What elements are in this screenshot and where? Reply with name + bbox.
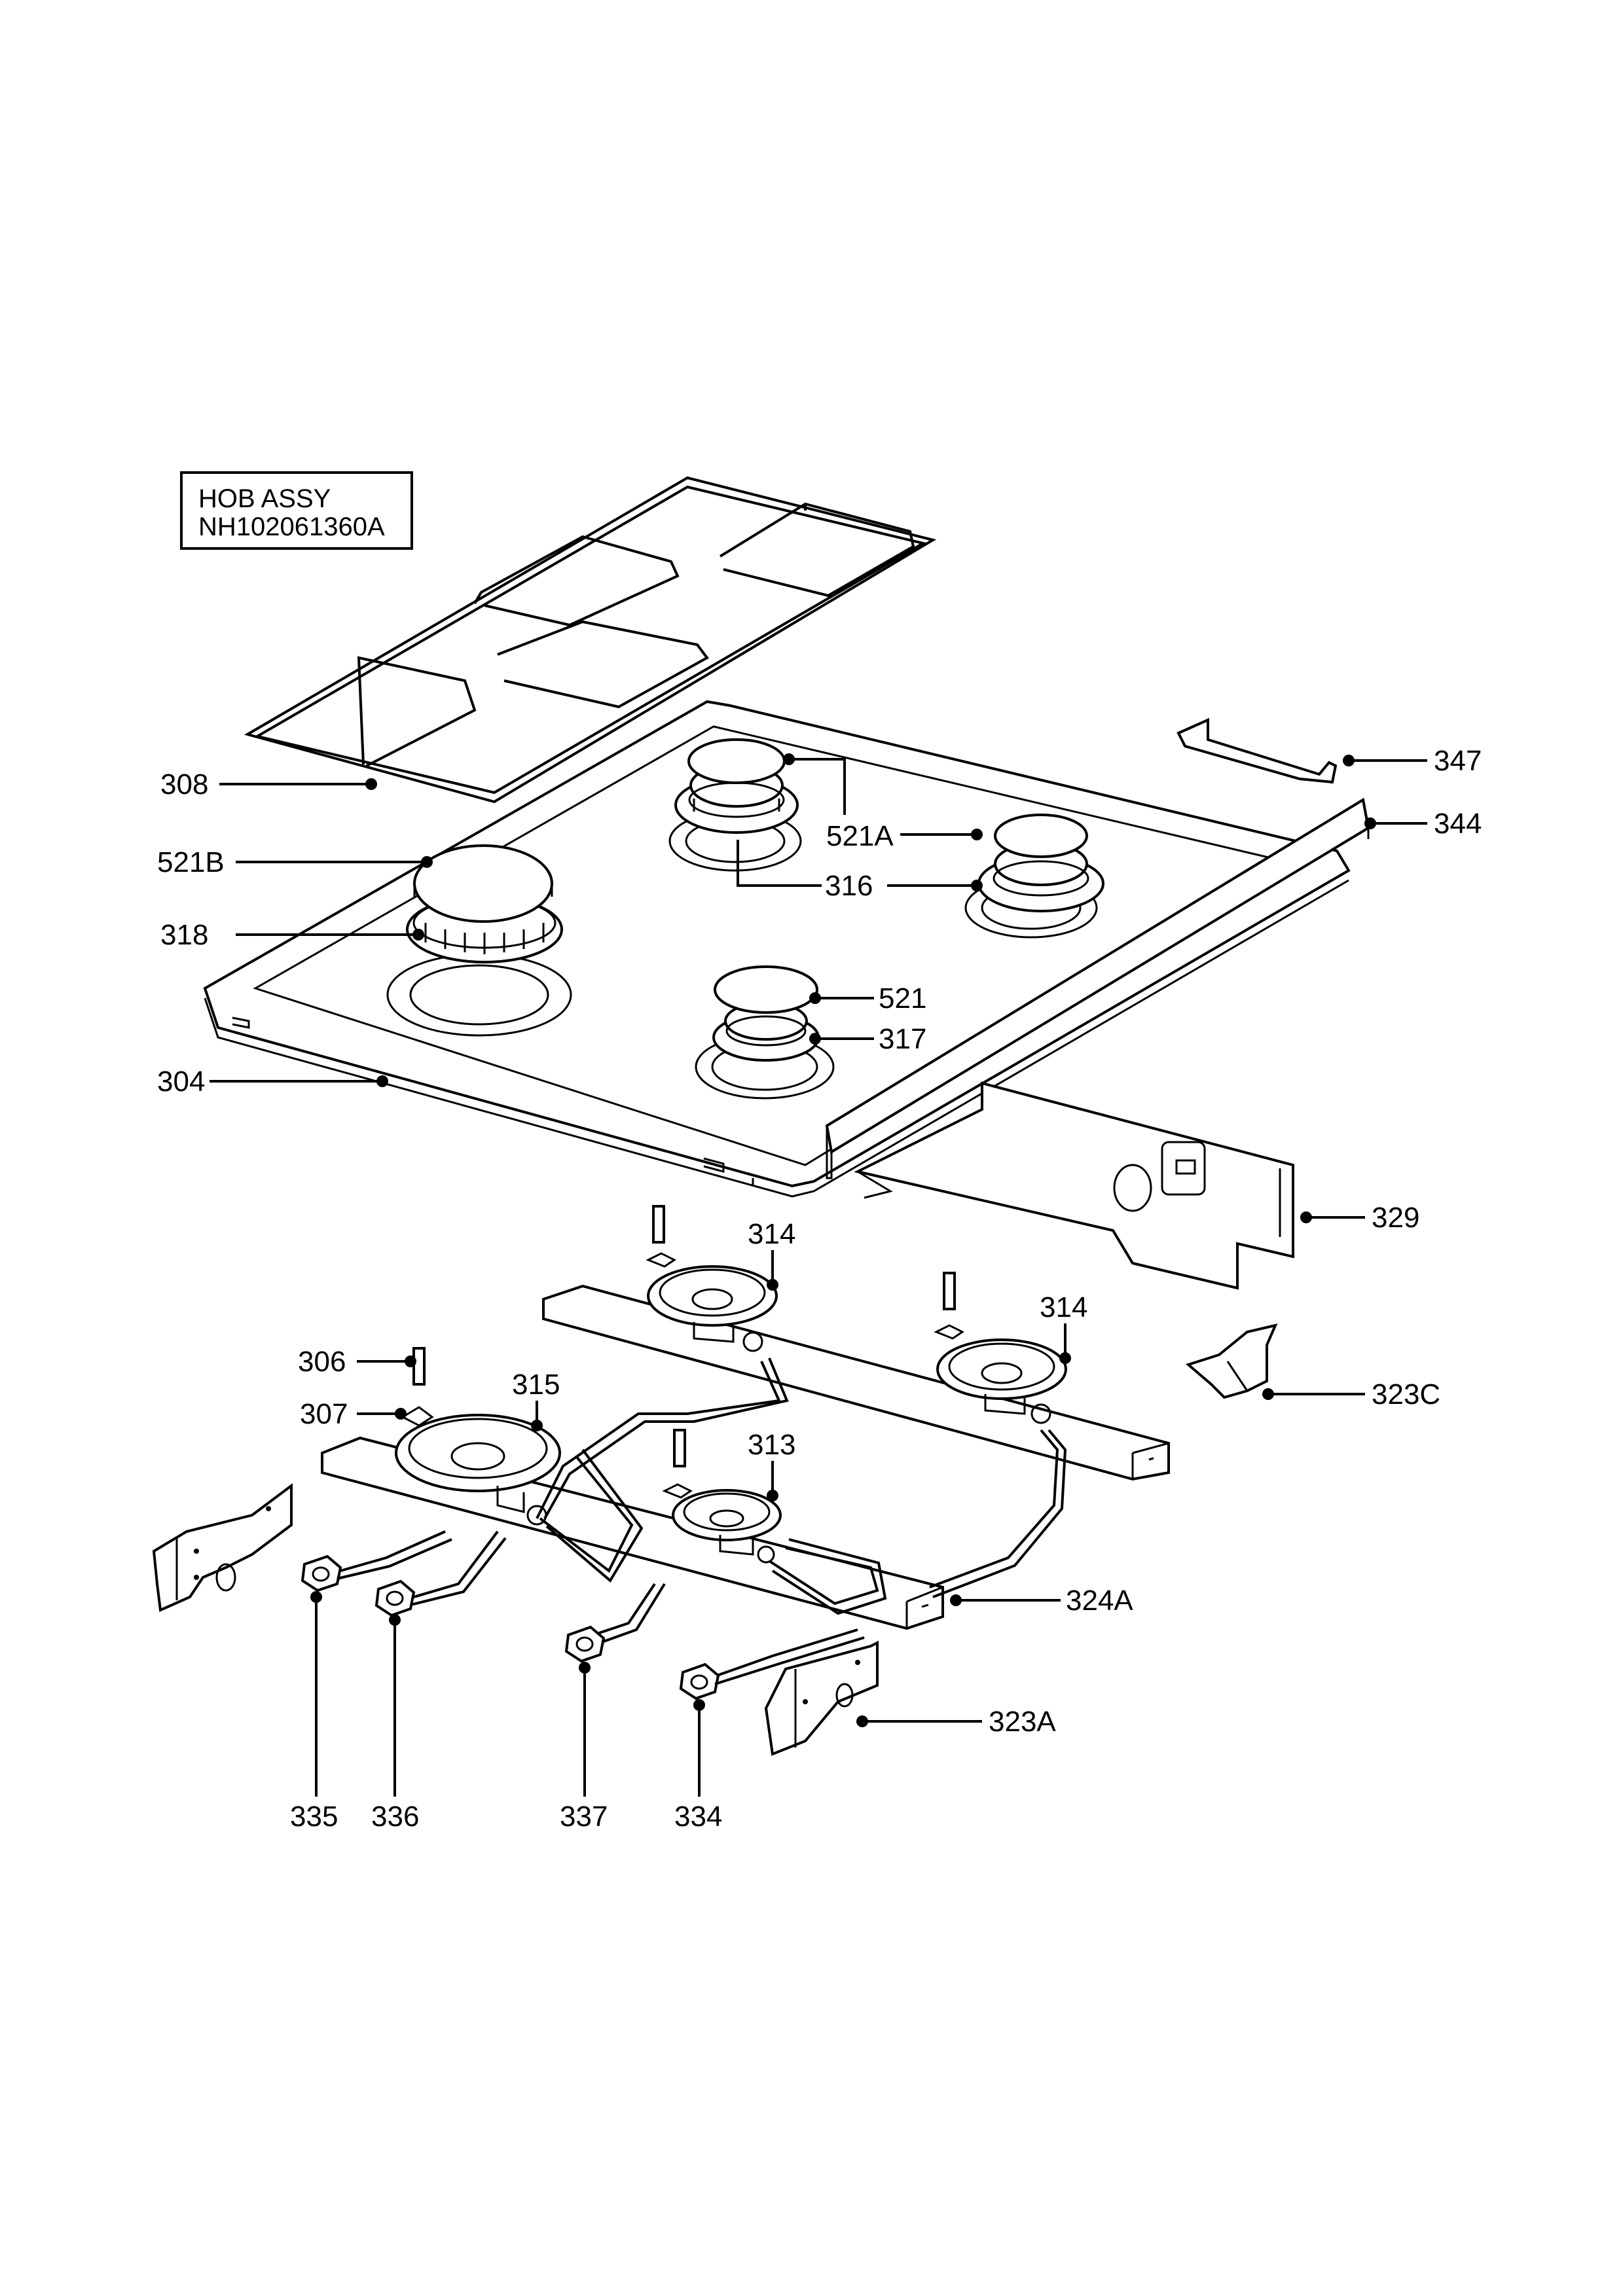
burner-support-rail-upper	[542, 1284, 1170, 1481]
label-344: 344	[1434, 808, 1482, 840]
label-314-right: 314	[1040, 1291, 1087, 1323]
lower-burner-314-right	[936, 1338, 1067, 1424]
gas-nut-337	[564, 1583, 666, 1663]
label-334: 334	[674, 1801, 722, 1833]
title-line-2: NH102061360A	[198, 512, 385, 541]
burner-head-316-right	[977, 814, 1104, 912]
part-labels: 308 521B 318 304 521A 316 521 317 347 34…	[157, 745, 1482, 1833]
label-335: 335	[290, 1801, 338, 1833]
gas-nut-335	[301, 1530, 452, 1592]
bracket-323C	[1185, 1323, 1278, 1399]
label-317: 317	[879, 1023, 926, 1055]
pan-support-grid	[244, 476, 937, 804]
label-347: 347	[1434, 745, 1482, 777]
title-box: HOB ASSY NH102061360A	[180, 471, 413, 550]
label-336: 336	[371, 1801, 419, 1833]
label-314-left: 314	[748, 1218, 795, 1250]
label-521: 521	[879, 982, 926, 1014]
front-panel-329	[854, 1081, 1294, 1290]
label-521B: 521B	[157, 846, 225, 878]
label-324A: 324A	[1066, 1585, 1133, 1617]
label-323A: 323A	[989, 1706, 1056, 1738]
label-337: 337	[560, 1801, 608, 1833]
label-316: 316	[825, 870, 873, 902]
burner-head-318	[406, 844, 563, 963]
gas-nut-334	[679, 1628, 865, 1700]
label-304: 304	[157, 1066, 205, 1098]
label-307: 307	[300, 1398, 348, 1430]
spark-electrode-c	[662, 1429, 693, 1499]
label-308: 308	[160, 768, 208, 800]
bracket-left	[152, 1483, 293, 1612]
spark-electrode-a	[646, 1205, 676, 1268]
label-329: 329	[1372, 1202, 1419, 1234]
burner-head-316-left	[674, 738, 799, 834]
label-313: 313	[748, 1429, 795, 1461]
label-306: 306	[298, 1346, 346, 1378]
spark-clip-307	[400, 1406, 434, 1427]
title-line-1: HOB ASSY	[198, 484, 331, 513]
label-315: 315	[512, 1369, 560, 1401]
burner-head-317	[712, 965, 820, 1062]
lower-burner-314-left	[647, 1265, 778, 1352]
label-521A: 521A	[826, 820, 894, 852]
gas-pipes	[536, 1357, 1067, 1615]
spark-electrode-306	[412, 1347, 426, 1386]
label-318: 318	[160, 919, 208, 951]
label-323C: 323C	[1372, 1378, 1440, 1410]
lower-burner-313	[672, 1489, 782, 1564]
lower-burner-315	[395, 1414, 561, 1526]
spark-electrode-b	[934, 1272, 964, 1340]
leader-lines	[210, 753, 1427, 1797]
bracket-323A	[764, 1640, 879, 1756]
bracket-347	[1176, 717, 1338, 784]
gas-nut-336	[374, 1530, 507, 1617]
